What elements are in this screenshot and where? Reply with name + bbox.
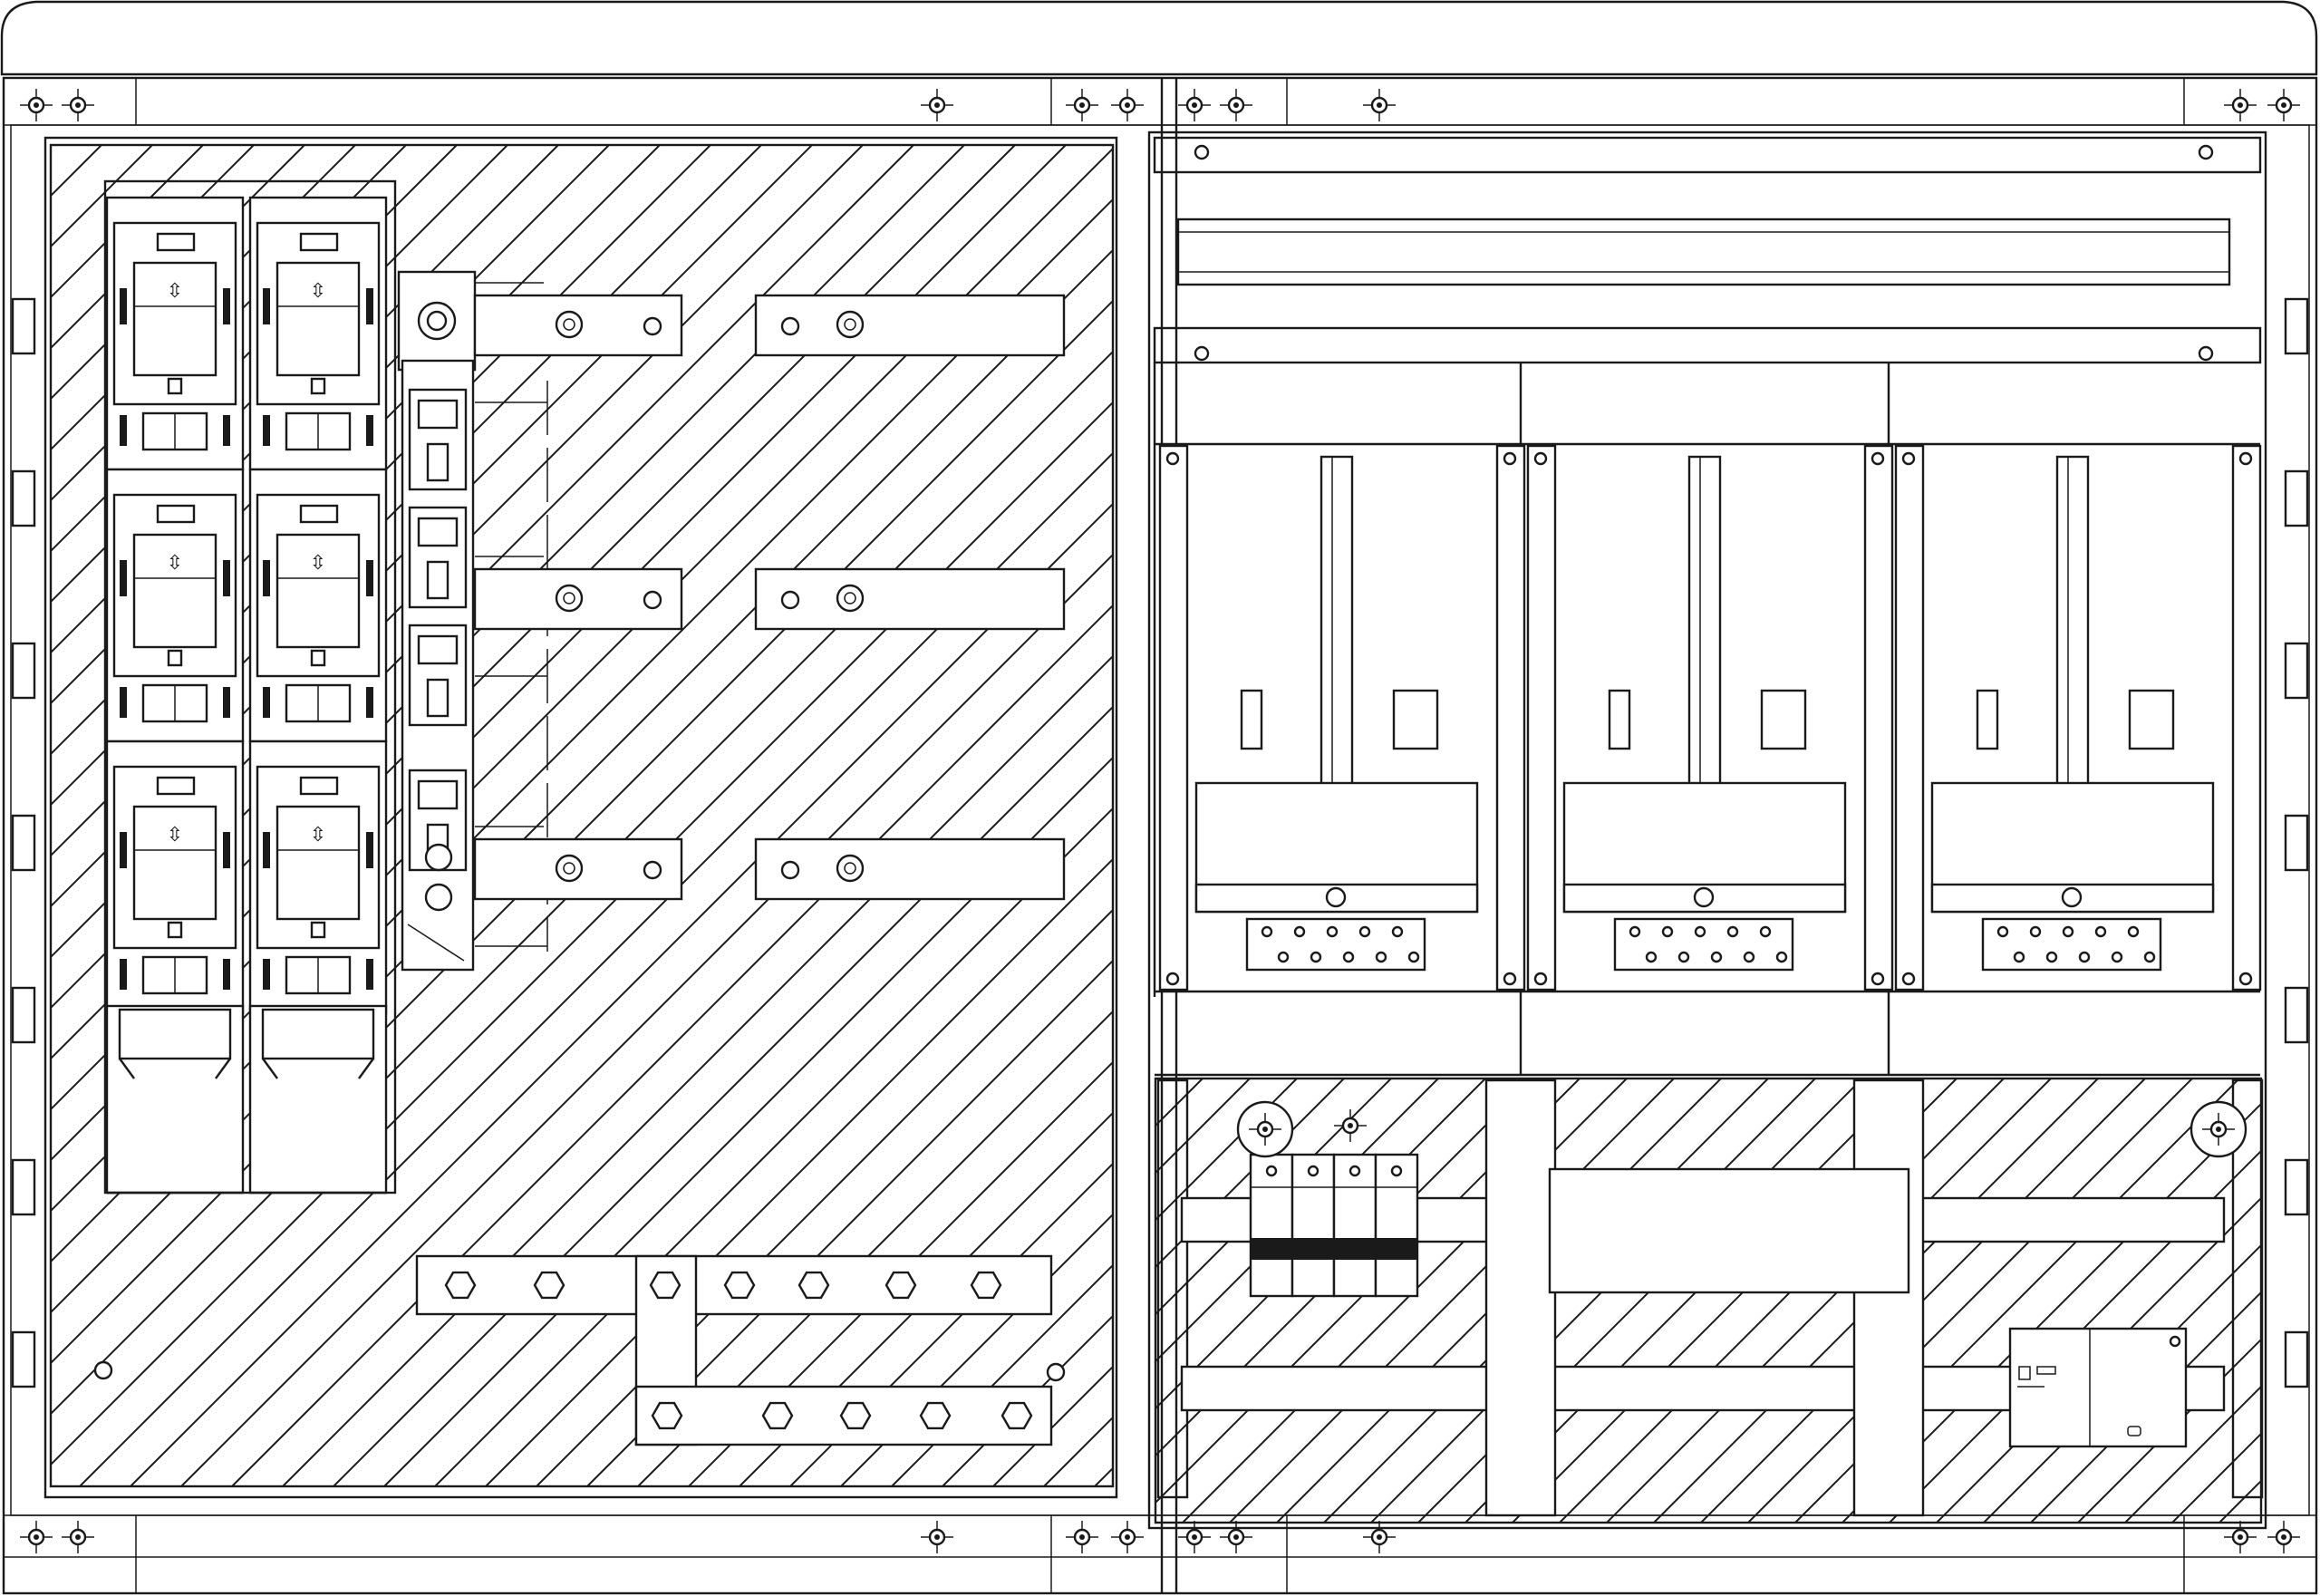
fuse-cable-terminal	[248, 1004, 388, 1195]
meter-bay	[1526, 444, 1894, 991]
screw	[20, 89, 53, 121]
vertical-fuse-strip	[397, 270, 477, 972]
surge-protection-pole	[1374, 1153, 1419, 1298]
svg-text:⇳: ⇳	[167, 280, 183, 303]
neutral-pe-terminal-bars	[415, 1254, 1053, 1446]
svg-text:⇳: ⇳	[167, 552, 183, 575]
screw	[1334, 1109, 1367, 1142]
screw	[2224, 89, 2257, 121]
screw	[1111, 89, 1144, 121]
left-compartment: ⇳ ⇳ ⇳ ⇳ ⇳ ⇳	[44, 136, 1118, 1499]
screw	[1066, 89, 1098, 121]
screw	[2202, 1113, 2235, 1146]
screw	[921, 1521, 953, 1553]
svg-text:⇳: ⇳	[310, 280, 326, 303]
phase-busbar-row	[473, 282, 1066, 403]
lower-distribution-field	[1154, 1077, 2264, 1524]
screw	[62, 89, 94, 121]
mounting-hole	[93, 1360, 113, 1380]
fuse-switch-disconnector: ⇳	[105, 196, 245, 471]
screw	[1066, 1521, 1098, 1553]
svg-text:⇳: ⇳	[167, 824, 183, 846]
fuse-switch-disconnector: ⇳	[105, 740, 245, 1015]
fuse-switch-disconnector: ⇳	[105, 468, 245, 743]
surge-protection-pole	[1249, 1153, 1294, 1298]
housing-side-notches	[11, 297, 2309, 1388]
svg-text:⇳: ⇳	[310, 552, 326, 575]
screw	[2267, 1521, 2300, 1553]
fuse-switch-disconnector: ⇳	[248, 196, 388, 471]
phase-busbar-row	[473, 556, 1066, 677]
screw	[921, 89, 953, 121]
screw	[2224, 1521, 2257, 1553]
housing-screws	[20, 89, 2300, 1553]
cable-duct-cover	[1548, 1167, 1910, 1294]
right-compartment	[1147, 131, 2267, 1530]
din-rail	[1176, 218, 2231, 286]
fuse-strip-segment	[408, 388, 468, 491]
surge-protection-device	[1249, 1109, 1419, 1298]
screw	[1178, 1521, 1211, 1553]
screw	[62, 1521, 94, 1553]
fuse-switch-disconnector: ⇳	[248, 740, 388, 1015]
fuse-switch-disconnector: ⇳	[248, 468, 388, 743]
phase-busbar-row	[473, 826, 1066, 947]
meter-bay	[1894, 444, 2262, 991]
fuse-strip-segment	[408, 624, 468, 727]
fuse-strip-segment	[408, 506, 468, 609]
fuse-cable-terminal	[105, 1004, 245, 1195]
meter-bay	[1158, 444, 1526, 991]
surge-protection-pole	[1332, 1153, 1378, 1298]
screw	[1249, 1113, 1281, 1146]
surge-protection-pole	[1290, 1153, 1336, 1298]
screw	[20, 1521, 53, 1553]
small-device	[2008, 1327, 2188, 1448]
fuse-switch-disconnector-block: ⇳ ⇳ ⇳ ⇳ ⇳ ⇳	[103, 179, 397, 1195]
screw	[1220, 89, 1252, 121]
screw	[1178, 89, 1211, 121]
screw	[2267, 89, 2300, 121]
screw	[1363, 1521, 1396, 1553]
mounting-hole	[1046, 1362, 1066, 1382]
svg-text:⇳: ⇳	[310, 824, 326, 846]
phase-busbars	[473, 282, 1066, 952]
screw	[1111, 1521, 1144, 1553]
lower-field-screws	[1249, 1113, 2235, 1146]
meter-bays	[1158, 444, 2262, 991]
screw	[1220, 1521, 1252, 1553]
screw	[1363, 89, 1396, 121]
